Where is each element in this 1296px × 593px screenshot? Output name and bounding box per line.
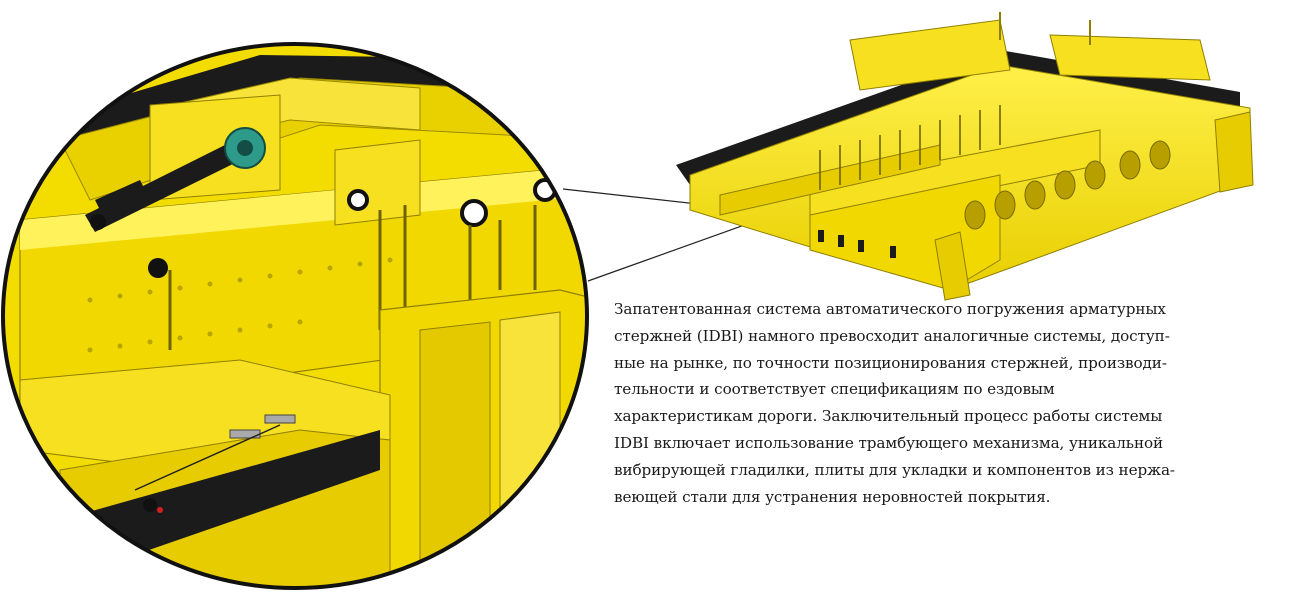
description-text: Запатентованная система автоматического … <box>614 296 1264 510</box>
paver-machine-overview <box>676 12 1254 301</box>
description-line: тельности и соответствует спецификациям … <box>614 380 1055 399</box>
description-line: вибрирующей гладилки, плиты для укладки … <box>614 460 1175 479</box>
description-line: Запатентованная система автоматического … <box>614 300 1166 318</box>
description-line: стержней (IDBI) намного превосходит анал… <box>614 326 1170 345</box>
description-line: ные на рынке, по точности позиционирован… <box>614 353 1167 372</box>
description-line: веющей стали для устранения неровностей … <box>614 487 1051 506</box>
description-line: характеристикам дороги. Заключительный п… <box>614 407 1163 426</box>
zoom-detail-circle <box>1 42 589 590</box>
description-line: IDBI включает использование трамбующего … <box>614 433 1164 452</box>
